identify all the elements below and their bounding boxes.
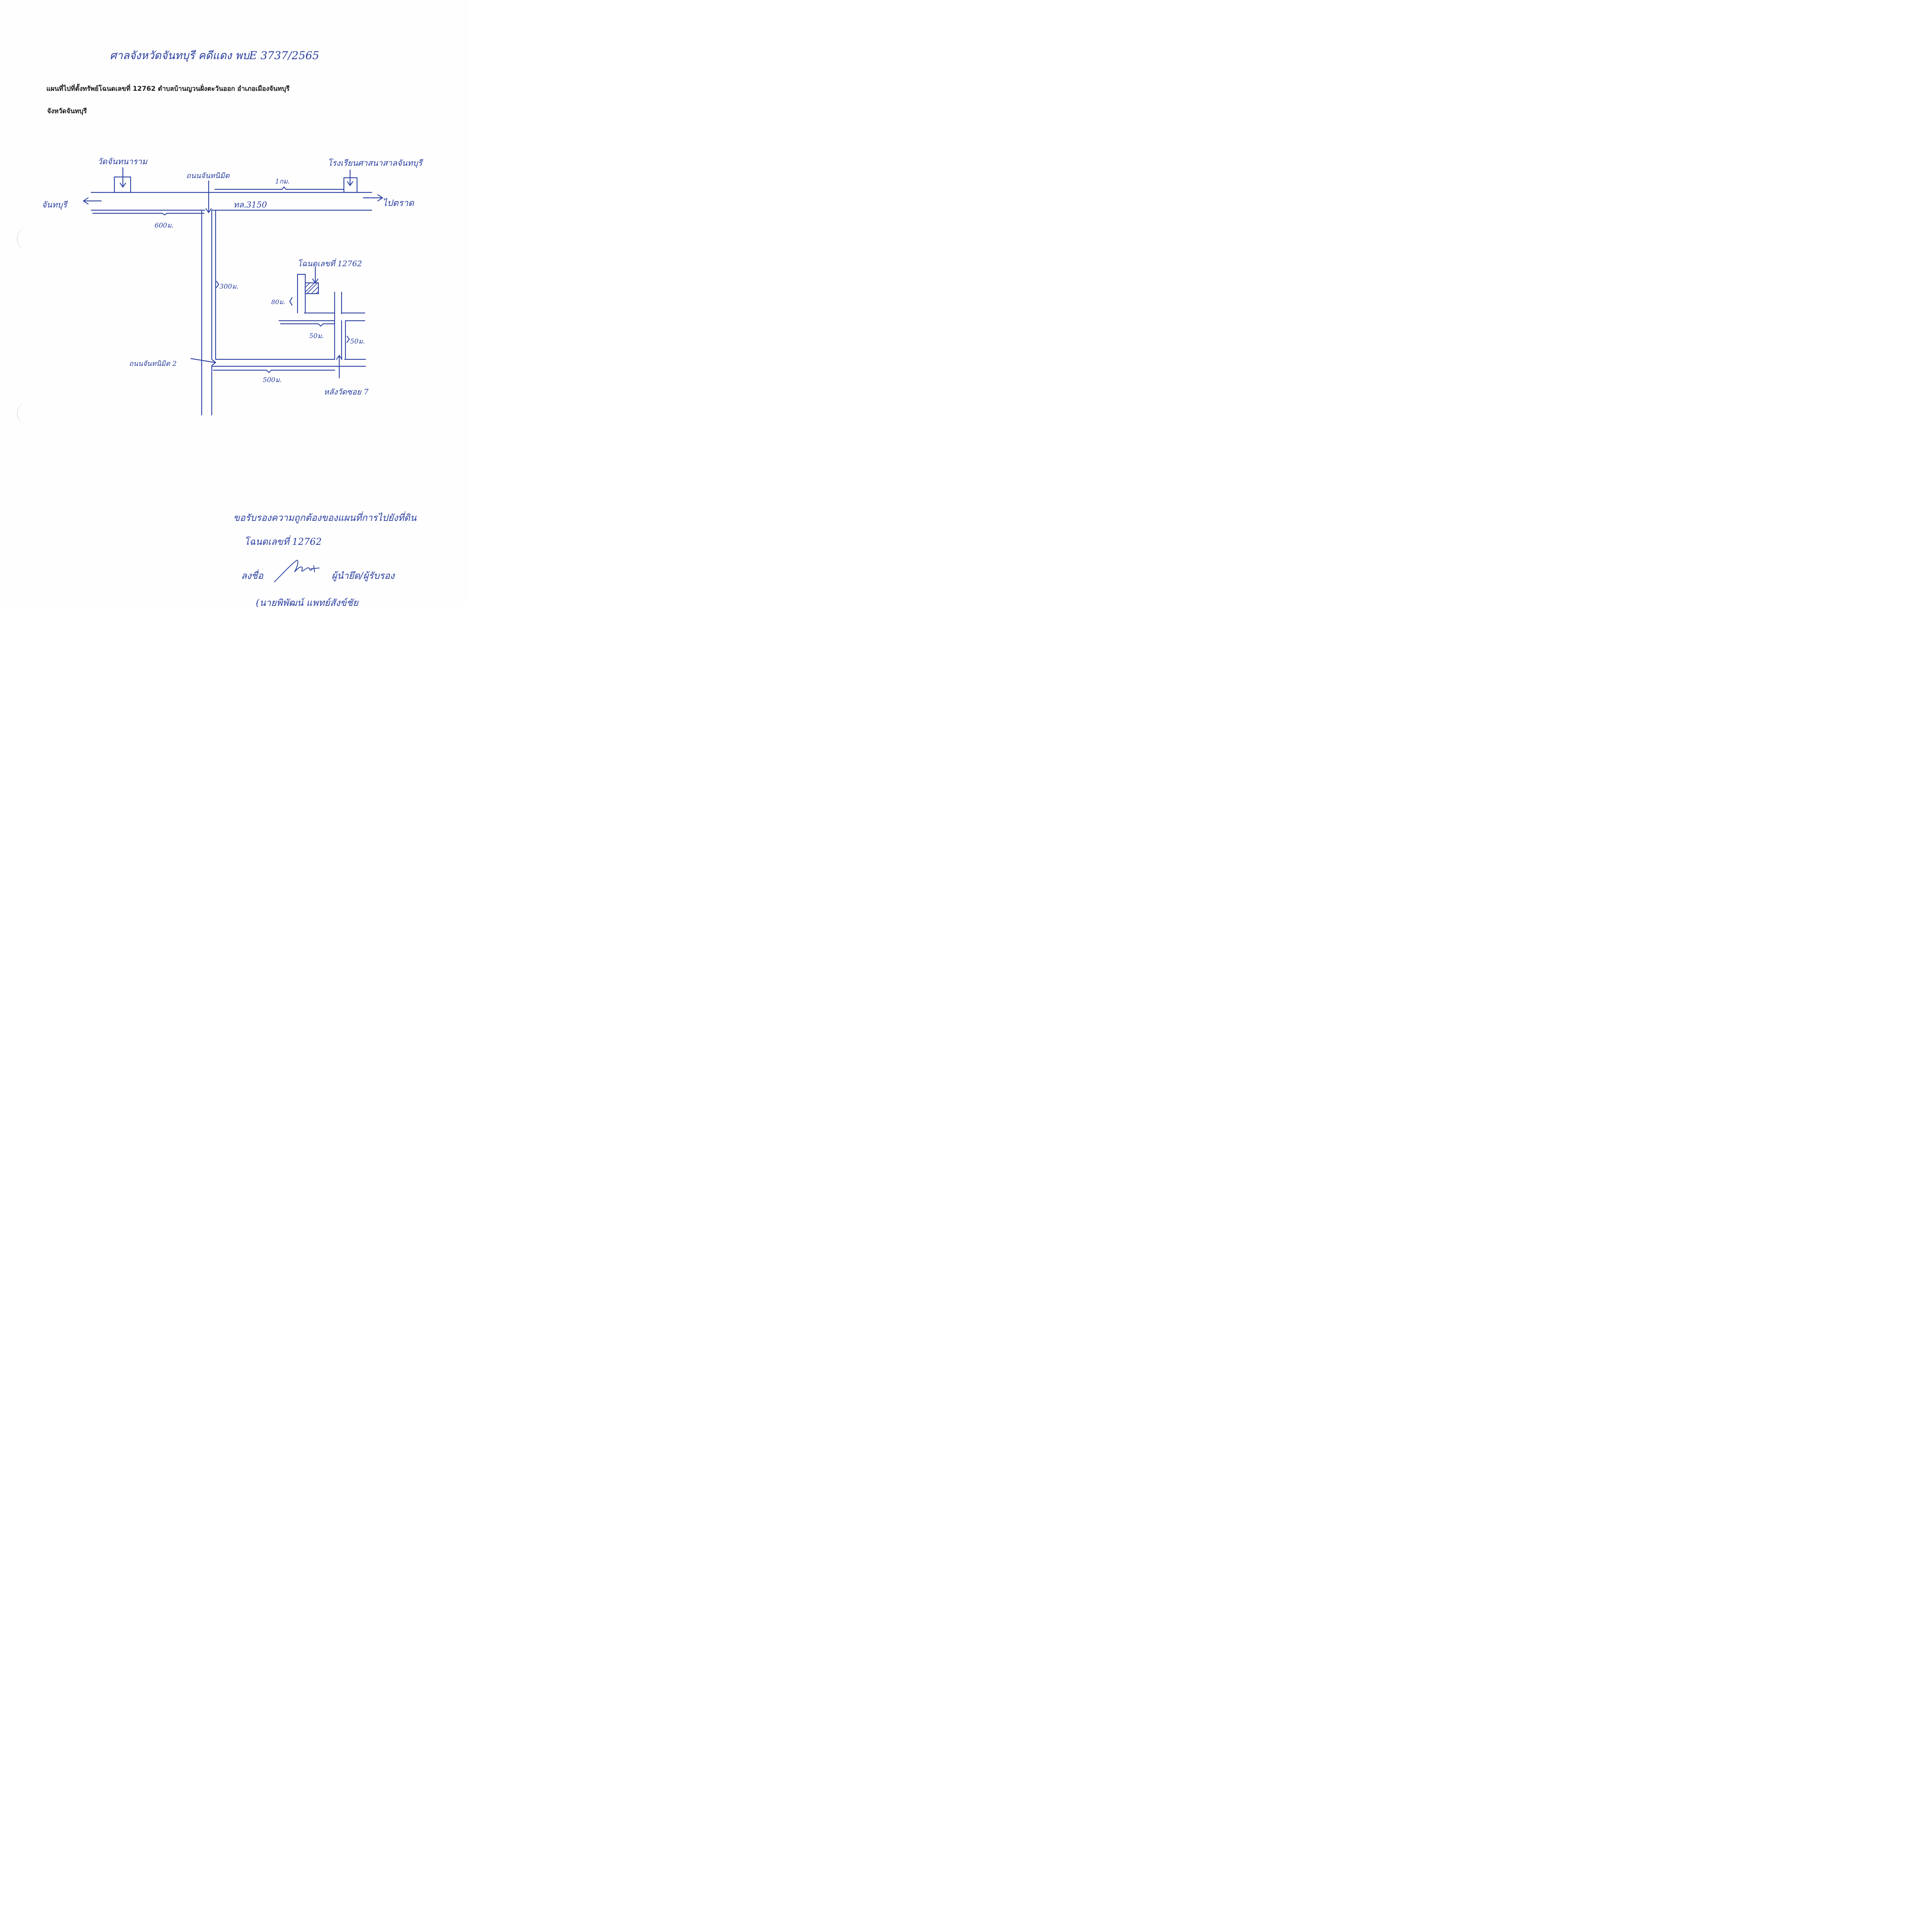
certification-deed-number: โฉนดเลขที่ 12762 [244, 536, 322, 547]
punch-hole-mark [17, 402, 41, 425]
label-behind-wat: หลังวัดซอย 7 [324, 387, 369, 396]
label-wat-chanthanaram: วัดจันทนาราม [97, 157, 147, 166]
label-highway-3150: ทล.3150 [233, 200, 267, 209]
signature-role: ผู้นำยึด/ผู้รับรอง [332, 570, 395, 581]
location-map [83, 167, 383, 416]
school-arrowhead [347, 181, 354, 186]
signature-prefix: ลงชื่อ [241, 570, 264, 581]
handwritten-signature [274, 560, 320, 582]
label-school: โรงเรียนศาสนาสาลจันทบุรี [328, 158, 422, 168]
court-case-header: ศาลจังหวัดจันทบุรี คดีแดง พบE 3737/2565 [110, 49, 320, 62]
label-to-chanthaburi: จันทบุรี [42, 200, 67, 209]
label-road-main: ถนนจันทนิมิต [186, 172, 230, 180]
label-distance-600: 600ม. [155, 222, 174, 230]
road2-label-arrow [190, 358, 216, 363]
document-page: ศาลจังหวัดจันทบุรี คดีแดง พบE 3737/2565 … [0, 0, 468, 608]
punch-hole-mark [17, 227, 41, 250]
document-title-line1: แผนที่ไปที่ตั้งทรัพย์โฉนดเลขที่ 12762 ตำ… [46, 85, 290, 93]
label-distance-50-horizontal: 50ม. [309, 332, 324, 340]
label-distance-1km: 1กม. [275, 178, 290, 185]
label-to-trat: ไปตราด [383, 198, 414, 208]
label-distance-300: 300ม. [219, 283, 239, 291]
document-title-line2: จังหวัดจันทบุรี [47, 107, 87, 115]
signatory-name: (นายพิพัฒน์ แพทย์สังข์ชัย [256, 597, 358, 608]
wat-arrowhead [119, 182, 126, 188]
label-distance-80: 80ม. [271, 298, 285, 306]
label-distance-50-vertical: 50ม. [350, 338, 365, 345]
label-distance-500: 500ม. [263, 376, 282, 384]
label-road-2: ถนนจันทนิมิต 2 [129, 360, 177, 368]
certification-statement: ขอรับรองความถูกต้องของแผนที่การไปยังที่ด… [233, 512, 417, 523]
label-deed-12762: โฉนดเลขที่ 12762 [298, 259, 362, 268]
